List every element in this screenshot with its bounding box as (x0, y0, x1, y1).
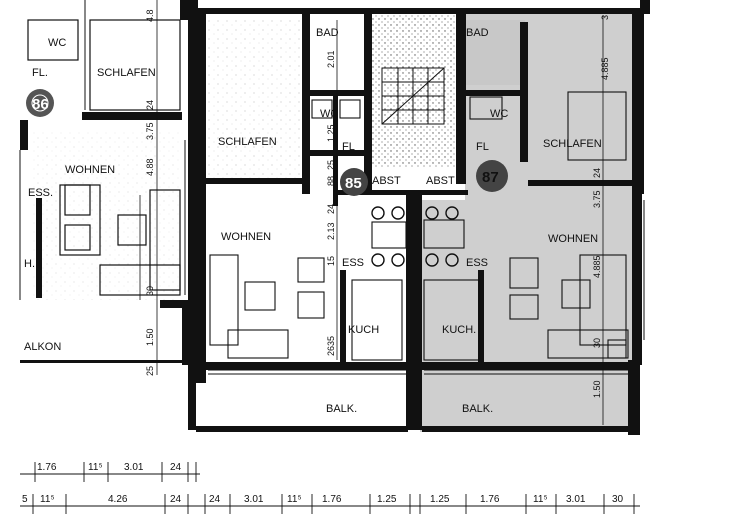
left-balkon-label: ALKON (24, 341, 61, 353)
dim-left-150: 1.50 (145, 328, 155, 346)
mid-bad-label: BAD (316, 27, 339, 39)
dim-left-24: 24 (145, 100, 155, 110)
dim-b1-1: 11⁵ (88, 462, 103, 473)
dim-b2-1: 11⁵ (40, 494, 55, 505)
dim-left-25: 25 (145, 366, 155, 376)
mid-ess-label: ESS (342, 257, 364, 269)
dim-top-left: 4.8 (145, 9, 155, 22)
right-bad-label: BAD (466, 27, 489, 39)
dim-right-30: 30 (592, 338, 602, 348)
dim-b2-4: 24 (209, 494, 221, 505)
mid-kuch-label: KUCH (348, 324, 379, 336)
dim-right-4885b: 4.885 (592, 255, 602, 278)
dim-b2-2: 4.26 (108, 494, 128, 505)
windows (19, 0, 645, 375)
mid-chairs (371, 206, 405, 267)
dim-b2-3: 24 (170, 494, 182, 505)
dim-mid-24: 24 (326, 204, 336, 214)
mid-abst-label: ABST (372, 175, 401, 187)
dim-b2-7: 1.76 (322, 494, 342, 505)
dim-b2-11: 11⁵ (533, 494, 548, 505)
dim-right-24: 24 (592, 168, 602, 178)
unit-86-number: 86 (32, 96, 49, 113)
left-wohnen-label: WOHNEN (65, 164, 115, 176)
right-ess-label: ESS (466, 257, 488, 269)
dim-b2-12: 3.01 (566, 494, 586, 505)
right-chairs (425, 206, 459, 267)
right-schlafen-label: SCHLAFEN (543, 138, 602, 150)
dim-b1-3: 24 (170, 462, 182, 473)
dim-right-4885: 4.885 (600, 57, 610, 80)
dim-b2-6: 11⁵ (287, 494, 302, 505)
dim-b2-9: 1.25 (430, 494, 450, 505)
dim-mid-25: 25 (326, 160, 336, 170)
dim-left-375: 3.75 (145, 122, 155, 140)
dim-b2-8: 1.25 (377, 494, 397, 505)
dim-mid-125: 1.25 (326, 124, 336, 142)
highlighted-apartment (412, 10, 640, 432)
dim-b2-0: 5 (22, 494, 28, 505)
staircase (381, 67, 445, 125)
right-kuch-label: KUCH. (442, 324, 476, 336)
dim-mid-213: 2.13 (326, 222, 336, 240)
dim-b2-5: 3.01 (244, 494, 264, 505)
unit-85-number: 85 (345, 175, 362, 192)
mid-schlafen-label: SCHLAFEN (218, 136, 277, 148)
vertical-dimensions: 24 3.75 4.88 30 1.50 25 2.01 1.25 25 88 … (145, 9, 610, 398)
dim-b2-10: 1.76 (480, 494, 500, 505)
dim-mid-201: 2.01 (326, 50, 336, 68)
right-balk-label: BALK. (462, 403, 493, 415)
dim-mid-88: 88 (326, 176, 336, 186)
right-abst-label: ABST (426, 175, 455, 187)
left-wc-label: WC (48, 37, 66, 49)
dim-b2-13: 30 (612, 494, 624, 505)
unit-87-number: 87 (482, 169, 499, 186)
mid-wc-label: WC (320, 108, 338, 120)
dim-mid-15: 15 (326, 256, 336, 266)
right-fl-label: FL (476, 141, 489, 153)
dim-left-30: 30 (145, 286, 155, 296)
left-ess-label: ESS. (28, 187, 53, 199)
dim-right-150: 1.50 (592, 380, 602, 398)
dim-b1-0: 1.76 (37, 462, 57, 473)
mid-fl-label: FL (342, 141, 355, 153)
mid-wohnen-label: WOHNEN (221, 231, 271, 243)
bottom-dimension-row2: 5 11⁵ 4.26 24 24 3.01 11⁵ 1.76 1.25 1.25… (22, 494, 624, 505)
unit-87-marker (476, 160, 508, 192)
dim-mid-2635: 2635 (326, 336, 336, 356)
left-fl-label: FL. (32, 67, 48, 79)
left-schlafen-label: SCHLAFEN (97, 67, 156, 79)
bottom-dimension-row1: 1.76 11⁵ 3.01 24 (37, 462, 182, 473)
right-wohnen-label: WOHNEN (548, 233, 598, 245)
unit-85-marker (340, 168, 368, 196)
left-h-label: H. (24, 258, 35, 270)
dim-b1-2: 3.01 (124, 462, 144, 473)
dim-top-right: 3 (600, 15, 610, 20)
walls (20, 0, 650, 435)
mid-apartment (209, 99, 407, 361)
mid-balk-label: BALK. (326, 403, 357, 415)
stair-core (370, 8, 460, 168)
dim-left-488: 4.88 (145, 158, 155, 176)
dimension-lines (139, 0, 604, 425)
dim-right-375: 3.75 (592, 190, 602, 208)
right-wc-label: WC (490, 108, 508, 120)
unit-86-marker (26, 89, 54, 117)
room-labels: WC FL. SCHLAFEN WOHNEN ESS. H. ALKON BAD… (24, 27, 602, 415)
bottom-dimension-lines (20, 462, 640, 514)
